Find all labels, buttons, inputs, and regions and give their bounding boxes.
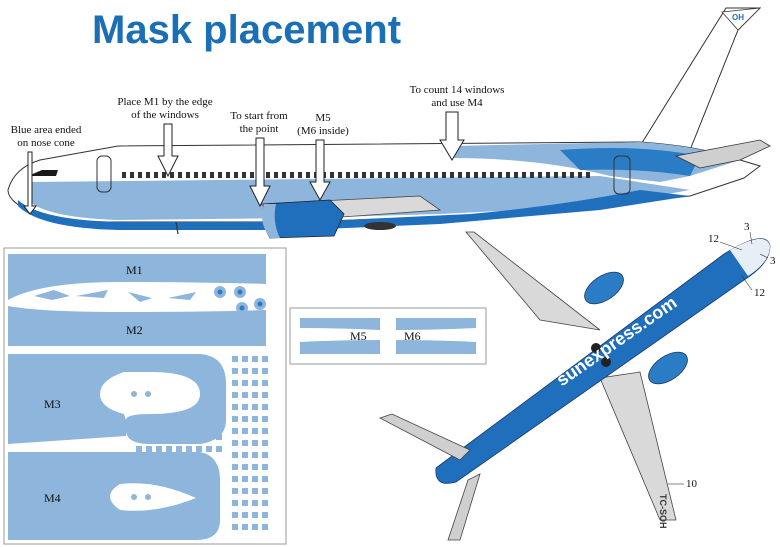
callout-3-right: 3 — [770, 255, 776, 267]
side-view-aircraft: OH — [7, 7, 771, 239]
cabin-windows — [122, 172, 590, 178]
page-title: Mask placement — [92, 8, 402, 52]
mask-label-m4: M4 — [44, 491, 61, 505]
annotation-place-m1: Place M1 by the edge of the windows — [117, 96, 213, 121]
callout-10: 10 — [686, 478, 698, 490]
mask-sheet: M1 M2 M3 M4 — [3, 247, 287, 545]
annotation-count-windows: To count 14 windows and use M4 — [409, 84, 505, 109]
mask-label-m2: M2 — [126, 323, 143, 337]
mask-panel-m5-m6: M5 M6 — [289, 307, 487, 365]
callout-3-top: 3 — [744, 221, 750, 233]
mask-label-m5: M5 — [350, 329, 367, 343]
mask-label-m1: M1 — [126, 263, 143, 277]
wing-registration: TC-SOH — [658, 494, 668, 529]
callout-12-right: 12 — [754, 287, 765, 299]
mask-label-m3: M3 — [44, 397, 61, 411]
mask-label-m6: M6 — [404, 329, 421, 343]
tail-registration: OH — [732, 13, 744, 22]
annotation-start-point: To start from the point — [230, 110, 288, 135]
annotation-blue-nose: Blue area ended on nose cone — [10, 124, 82, 149]
callout-12-top: 12 — [708, 233, 719, 245]
annotation-m5: M5 (M6 inside) — [297, 112, 349, 137]
top-view-aircraft: sunexpress.com TC-SOH 12 3 3 12 10 — [378, 221, 776, 541]
annotation-arrows — [23, 111, 465, 215]
window-mask-dots — [136, 356, 268, 530]
